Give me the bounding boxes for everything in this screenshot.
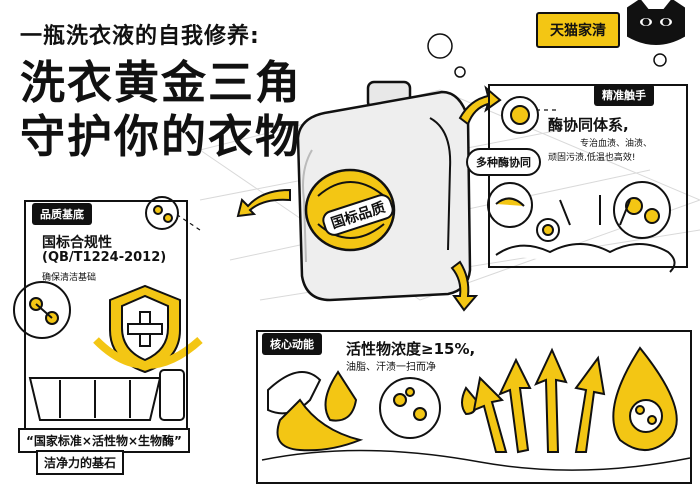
panel-quality-heading-2: (QB/T1224-2012) bbox=[42, 250, 167, 265]
panel-core-heading: 活性物浓度≥15%, bbox=[346, 340, 476, 358]
page-title-line-1: 洗衣黄金三角 bbox=[20, 56, 303, 109]
core-illustration bbox=[261, 346, 691, 471]
panel-core bbox=[256, 330, 692, 484]
panel-core-tag: 核心动能 bbox=[262, 333, 322, 355]
panel-precision-heading: 酶协同体系, bbox=[548, 116, 629, 134]
panel-quality-tag: 品质基底 bbox=[32, 203, 92, 225]
quality-quote-sub: 洁净力的基石 bbox=[36, 450, 125, 475]
quality-illustration bbox=[13, 196, 203, 421]
panel-quality-desc: 确保清洁基础 bbox=[42, 273, 97, 283]
panel-precision-desc-1: 专治血渍、油渍、 bbox=[580, 139, 653, 149]
panel-precision bbox=[488, 84, 688, 268]
flow-arrows bbox=[236, 85, 502, 312]
quality-quote: “国家标准×活性物×生物酶” bbox=[18, 428, 190, 453]
brand-badge: 天猫家清 bbox=[536, 12, 620, 48]
panel-precision-tag: 精准触手 bbox=[594, 84, 654, 106]
page-title-line-2: 守护你的衣物 bbox=[20, 110, 303, 163]
panel-core-desc: 油脂、汗渍一扫而净 bbox=[346, 362, 436, 373]
enzyme-illustration bbox=[487, 96, 676, 273]
tmall-cat-icon bbox=[627, 0, 685, 45]
panel-precision-desc-2: 顽固污渍,低温也高效! bbox=[548, 153, 636, 163]
enzyme-bubble: 多种酶协同 bbox=[466, 148, 541, 176]
subtitle: 一瓶洗衣液的自我修养: bbox=[20, 24, 260, 49]
dashed-connectors bbox=[169, 109, 560, 231]
panel-quality-heading-1: 国标合规性 bbox=[42, 235, 112, 251]
detergent-bottle bbox=[296, 80, 472, 302]
